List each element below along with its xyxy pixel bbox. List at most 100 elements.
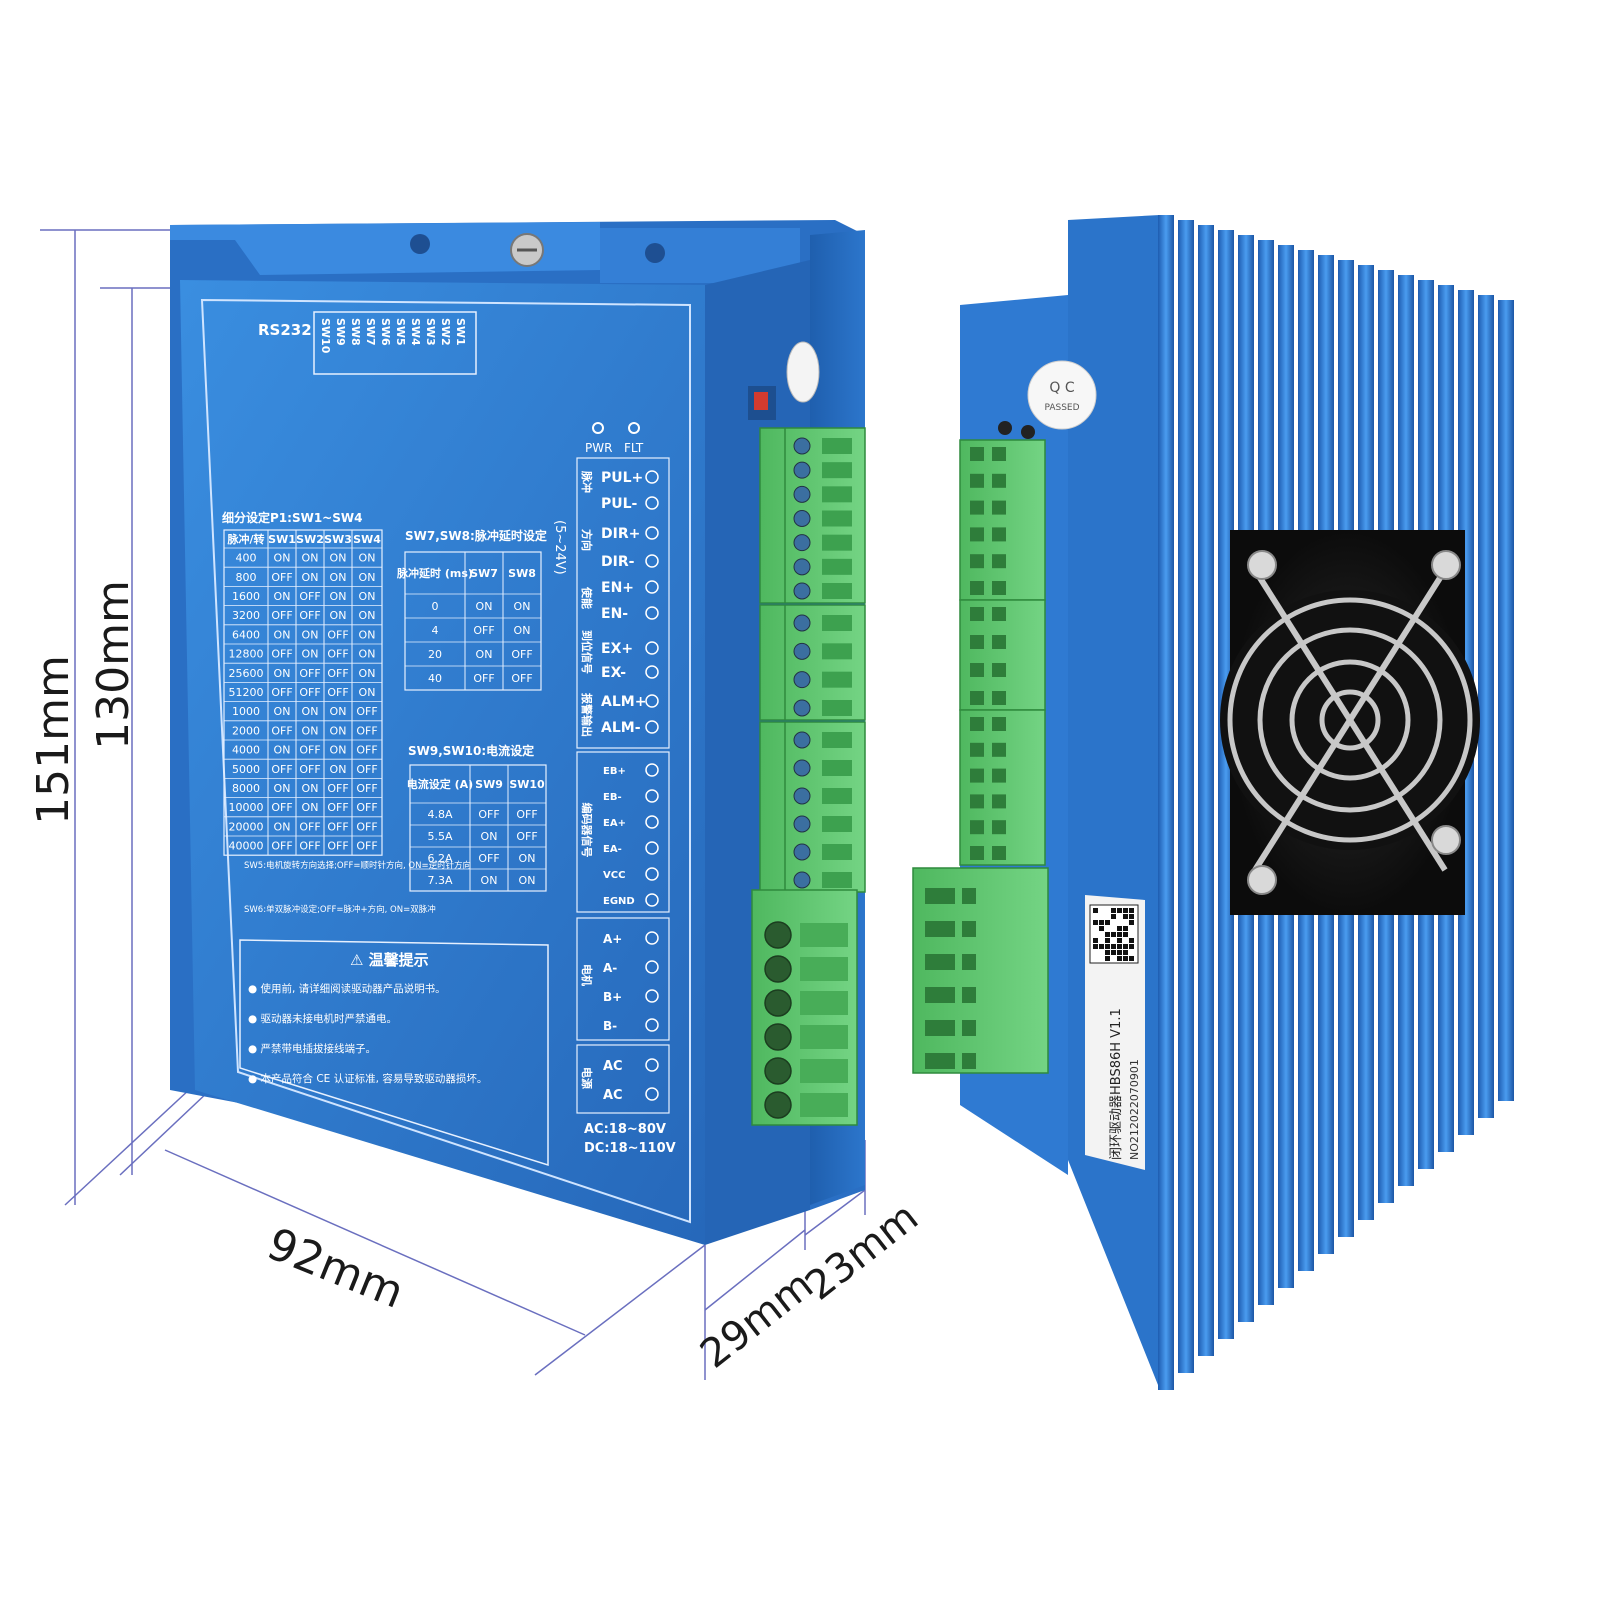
microstep-cell: OFF	[327, 628, 348, 641]
delay-cell: OFF	[511, 672, 532, 685]
switch-label: SW6	[379, 318, 392, 346]
terminal-group-label: 电源	[580, 1067, 594, 1089]
microstep-cell: 400	[236, 552, 257, 565]
terminal-screw-icon	[645, 641, 659, 655]
microstep-cell: ON	[274, 590, 291, 603]
microstep-cell: 800	[236, 571, 257, 584]
delay-cell: ON	[476, 600, 493, 613]
delay-header: SW8	[508, 567, 536, 580]
signal-voltage: (5~24V)	[552, 520, 567, 575]
microstep-cell: 1600	[232, 590, 260, 603]
microstep-cell: ON	[302, 571, 319, 584]
current-title: SW9,SW10:电流设定	[408, 743, 534, 758]
microstep-cell: 2000	[232, 724, 260, 737]
motor-terminal-label: A+	[603, 932, 622, 946]
current-cell: OFF	[478, 852, 499, 865]
signal-terminal-label: DIR+	[601, 526, 640, 542]
signal-terminal-label: ALM+	[601, 694, 646, 710]
motor-terminal-label: A-	[603, 961, 617, 975]
terminal-screw-icon	[793, 843, 811, 861]
microstep-cell: ON	[302, 801, 319, 814]
fan-screw-icon	[1431, 550, 1461, 580]
delay-cell: 40	[428, 672, 442, 685]
sw5-note: SW5:电机旋转方向选择;OFF=顺时针方向, ON=逆时针方向	[244, 860, 471, 871]
terminal-labels: 脉冲方向使能到位信号报警输出编码器信号电机电源PUL+PUL-DIR+DIR-E…	[576, 457, 670, 1114]
microstep-cell: OFF	[356, 744, 377, 757]
current-cell: OFF	[516, 830, 537, 843]
terminal-screw-icon	[645, 841, 659, 855]
dim-height-inner: 130mm	[88, 580, 139, 750]
microstep-cell: OFF	[299, 763, 320, 776]
microstep-header: SW2	[296, 533, 324, 546]
terminal-screw-icon	[793, 671, 811, 689]
warning-item: ● 驱动器未接电机时严禁通电。	[248, 1012, 397, 1025]
microstep-cell: ON	[359, 686, 376, 699]
terminal-screw-icon	[645, 789, 659, 803]
encoder-terminal-label: EA-	[603, 844, 622, 855]
microstep-cell: ON	[330, 724, 347, 737]
motor-terminal-label: B-	[603, 1019, 617, 1033]
microstep-cell: ON	[359, 667, 376, 680]
microstep-cell: ON	[302, 552, 319, 565]
power-terminal-label: AC	[603, 1059, 623, 1074]
microstep-cell: ON	[274, 628, 291, 641]
terminal-screw-icon	[793, 558, 811, 576]
terminal-screw-icon	[793, 642, 811, 660]
microstep-cell: OFF	[299, 744, 320, 757]
current-cell: 6.2A	[427, 852, 452, 865]
terminal-screw-icon	[793, 534, 811, 552]
terminal-screw-icon	[793, 759, 811, 777]
microstep-cell: 25600	[229, 667, 264, 680]
delay-cell: OFF	[473, 624, 494, 637]
microstep-cell: 40000	[229, 840, 264, 853]
warning-title: ⚠ 温馨提示	[350, 951, 429, 969]
delay-cell: 0	[432, 600, 439, 613]
signal-terminal-label: PUL+	[601, 470, 643, 486]
terminal-screw-icon	[764, 1057, 792, 1085]
signal-terminal-label: DIR-	[601, 554, 635, 570]
terminal-blocks-front	[751, 427, 866, 1126]
encoder-terminal-label: EB-	[603, 792, 622, 803]
encoder-terminal-label: EGND	[603, 896, 635, 907]
current-header: SW9	[475, 778, 503, 791]
microstep-header: SW4	[353, 533, 381, 546]
signal-terminal-label: PUL-	[601, 496, 638, 512]
microstep-cell: OFF	[299, 590, 320, 603]
delay-cell: ON	[514, 600, 531, 613]
terminal-screw-icon	[764, 1091, 792, 1119]
switch-label: SW10	[319, 318, 332, 354]
terminal-screw-icon	[793, 461, 811, 479]
microstep-cell: ON	[359, 609, 376, 622]
flt-label: FLT	[624, 441, 644, 455]
terminal-group-label: 脉冲	[580, 470, 594, 493]
microstep-cell: 4000	[232, 744, 260, 757]
switch-label: SW5	[394, 318, 407, 346]
microstep-cell: OFF	[356, 705, 377, 718]
microstep-cell: ON	[302, 705, 319, 718]
microstep-cell: ON	[330, 609, 347, 622]
signal-terminal-label: EX+	[601, 641, 633, 657]
microstep-cell: ON	[330, 571, 347, 584]
microstep-cell: ON	[274, 782, 291, 795]
current-cell: ON	[481, 874, 498, 887]
microstep-cell: ON	[359, 628, 376, 641]
terminal-screw-icon	[793, 582, 811, 600]
flt-led-icon	[628, 422, 640, 434]
warning-list: ● 使用前, 请详细阅读驱动器产品说明书。● 驱动器未接电机时严禁通电。● 严禁…	[248, 982, 487, 1085]
terminal-screw-icon	[645, 1018, 659, 1032]
fan-screw-icon	[1431, 825, 1461, 855]
terminal-screw-icon	[645, 606, 659, 620]
microstep-cell: ON	[302, 782, 319, 795]
warning-item: ● 本产品符合 CE 认证标准, 容易导致驱动器损坏。	[248, 1072, 487, 1085]
microstep-cell: 6400	[232, 628, 260, 641]
delay-cell: ON	[476, 648, 493, 661]
power-terminal-label: AC	[603, 1088, 623, 1103]
microstep-title: 细分设定P1:SW1~SW4	[222, 510, 362, 525]
terminal-screw-icon	[645, 1087, 659, 1101]
sw6-note: SW6:单双脉冲设定;OFF=脉冲+方向, ON=双脉冲	[244, 904, 436, 915]
rs232-label: RS232	[258, 321, 312, 339]
